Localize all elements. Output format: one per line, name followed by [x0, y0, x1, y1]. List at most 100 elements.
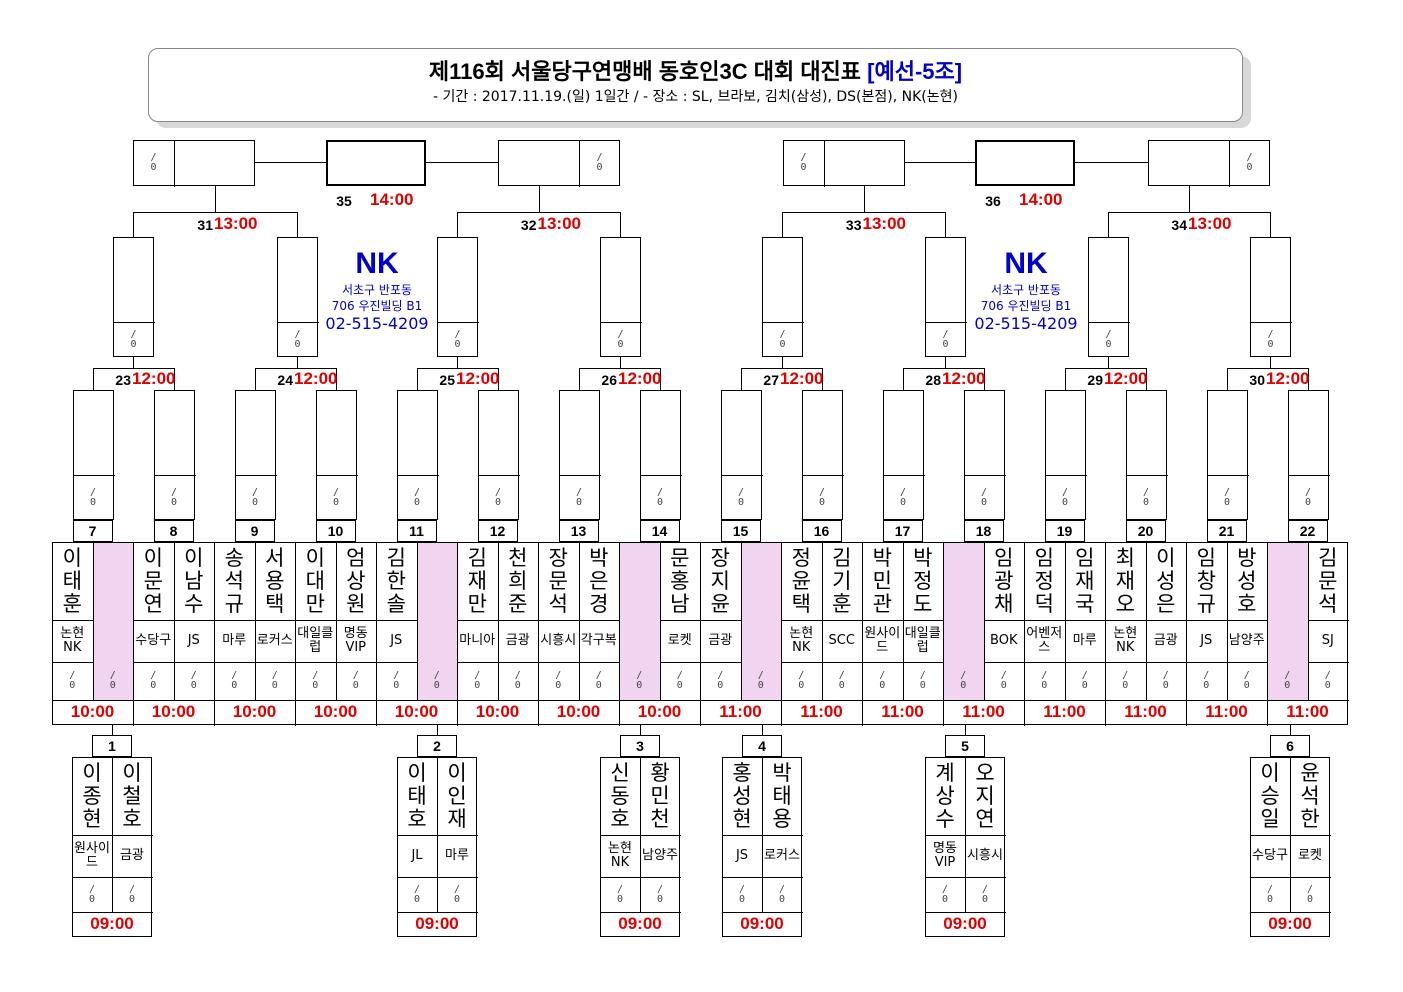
score-slot[interactable]: /0: [779, 329, 786, 350]
score-slot[interactable]: /0: [231, 670, 238, 691]
score-slot[interactable]: /0: [919, 670, 926, 691]
bracket-line: [457, 212, 458, 238]
score-slot[interactable]: /0: [838, 670, 845, 691]
score-slot[interactable]: /0: [1324, 670, 1331, 691]
score-slot[interactable]: /0: [818, 487, 826, 508]
score-slot[interactable]: /0: [514, 670, 521, 691]
score-slot[interactable]: /0: [312, 670, 319, 691]
bracket-line: [1108, 357, 1109, 369]
match-number: 20: [1137, 523, 1154, 539]
match-number-box: [72, 520, 113, 542]
score-slot[interactable]: /0: [778, 883, 786, 905]
score-slot[interactable]: /0: [1246, 152, 1253, 173]
score-slot[interactable]: /0: [800, 152, 807, 173]
score-slot[interactable]: /0: [899, 487, 907, 508]
player-club: 남양주: [1228, 633, 1265, 648]
score-slot[interactable]: /0: [1243, 670, 1250, 691]
bracket-line: [902, 368, 904, 391]
score-slot[interactable]: /0: [981, 883, 989, 905]
score-slot[interactable]: /0: [1267, 329, 1274, 350]
score-slot[interactable]: /0: [294, 329, 301, 350]
bracket-line: [426, 162, 499, 163]
score-slot[interactable]: /0: [494, 487, 502, 508]
player-club: 수당구: [135, 633, 172, 648]
score-slot[interactable]: /0: [980, 487, 988, 508]
score-slot[interactable]: /0: [1223, 487, 1231, 508]
score-slot[interactable]: /0: [617, 329, 624, 350]
score-slot[interactable]: /0: [656, 883, 664, 905]
score-slot[interactable]: /0: [798, 670, 805, 691]
score-slot[interactable]: /0: [1041, 670, 1048, 691]
score-slot[interactable]: /0: [1142, 487, 1150, 508]
score-slot[interactable]: /0: [150, 152, 157, 173]
score-slot[interactable]: /0: [190, 670, 197, 691]
col-divider: [1145, 542, 1147, 701]
score-slot[interactable]: /0: [271, 670, 278, 691]
score-slot[interactable]: /0: [251, 487, 259, 508]
score-slot[interactable]: /0: [757, 670, 764, 691]
match-number: 22: [1299, 523, 1316, 539]
score-slot[interactable]: /0: [332, 487, 340, 508]
score-slot[interactable]: /0: [109, 670, 116, 691]
score-slot[interactable]: /0: [89, 487, 97, 508]
score-slot[interactable]: /0: [1081, 670, 1088, 691]
score-slot[interactable]: /0: [393, 670, 400, 691]
score-slot[interactable]: /0: [555, 670, 562, 691]
score-slot[interactable]: /0: [1061, 487, 1069, 508]
player-club: 대일클럽: [904, 626, 941, 655]
score-slot[interactable]: /0: [960, 670, 967, 691]
score-slot[interactable]: /0: [1162, 670, 1169, 691]
venue-address: 서초구 반포동: [341, 283, 413, 297]
score-slot[interactable]: /0: [1266, 883, 1274, 905]
col-divider: [781, 542, 782, 726]
score-slot[interactable]: /0: [1306, 883, 1314, 905]
match-number-box: [234, 520, 275, 542]
score-slot[interactable]: /0: [1203, 670, 1210, 691]
score-slot[interactable]: /0: [879, 670, 886, 691]
score-slot[interactable]: /0: [1122, 670, 1129, 691]
advance-slot: [720, 390, 762, 520]
score-slot[interactable]: /0: [575, 487, 583, 508]
score-slot[interactable]: /0: [170, 487, 178, 508]
score-slot[interactable]: /0: [150, 670, 157, 691]
match-number: 6: [1286, 738, 1294, 754]
score-slot[interactable]: /0: [1000, 670, 1007, 691]
score-slot[interactable]: /0: [656, 487, 664, 508]
score-slot[interactable]: /0: [941, 883, 949, 905]
score-slot[interactable]: /0: [1284, 670, 1291, 691]
score-slot[interactable]: /0: [616, 883, 624, 905]
score-slot[interactable]: /0: [454, 329, 461, 350]
score-slot[interactable]: /0: [942, 329, 949, 350]
player-club: 시흥시: [540, 633, 577, 648]
score-slot[interactable]: /0: [69, 670, 76, 691]
score-slot[interactable]: /0: [1304, 487, 1312, 508]
bracket-line: [1145, 368, 1147, 391]
score-slot[interactable]: /0: [413, 487, 421, 508]
col-divider: [659, 542, 661, 701]
match-number: 14: [651, 523, 668, 539]
score-slot[interactable]: /0: [474, 670, 481, 691]
score-slot[interactable]: /0: [88, 883, 96, 905]
score-slot[interactable]: /0: [128, 883, 136, 905]
match-number: 9: [250, 523, 259, 539]
score-slot[interactable]: /0: [453, 883, 461, 905]
score-slot[interactable]: /0: [596, 152, 603, 173]
score-slot[interactable]: /0: [433, 670, 440, 691]
score-slot[interactable]: /0: [595, 670, 602, 691]
score-slot[interactable]: /0: [737, 487, 745, 508]
score-slot[interactable]: /0: [738, 883, 746, 905]
col-divider: [335, 542, 337, 701]
match-number-box: [639, 520, 680, 542]
score-slot[interactable]: /0: [413, 883, 421, 905]
score-slot[interactable]: /0: [636, 670, 643, 691]
score-slot[interactable]: /0: [676, 670, 683, 691]
score-slot[interactable]: /0: [1105, 329, 1112, 350]
score-slot[interactable]: /0: [352, 670, 359, 691]
bracket-line: [578, 368, 580, 391]
score-slot[interactable]: /0: [717, 670, 724, 691]
score-slot[interactable]: /0: [130, 329, 137, 350]
